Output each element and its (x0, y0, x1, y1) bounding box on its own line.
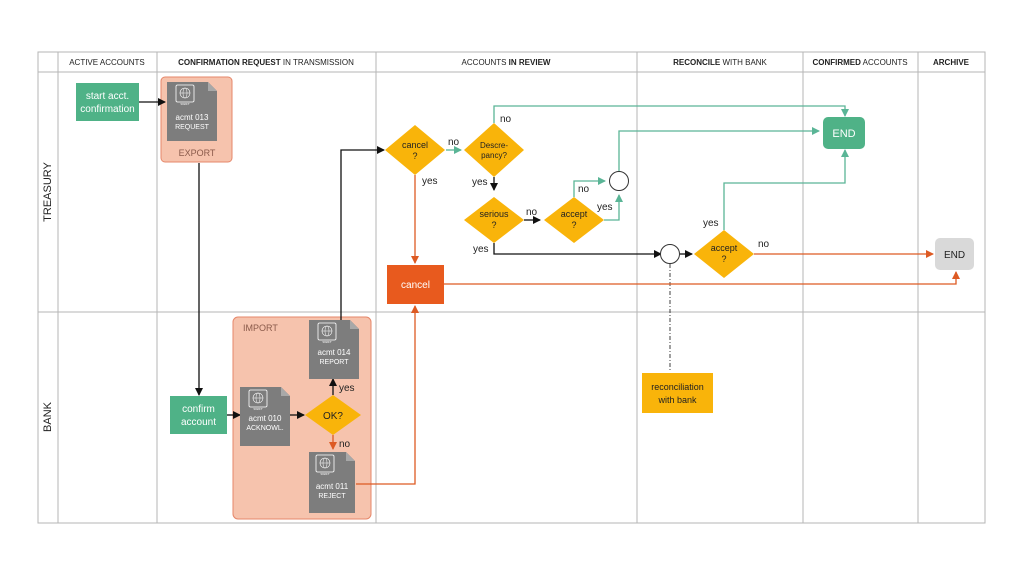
label-ok-no: no (339, 439, 351, 450)
lane-label-bank: BANK (42, 401, 54, 432)
edge-circle-to-end (618, 127, 820, 171)
decision-cancel: cancel ? (385, 125, 445, 175)
decision-accept-review-line2: ? (571, 220, 576, 230)
swift-badges: SWIFT SWIFT SWIFT SWIFT (180, 102, 331, 476)
edge-accept2-yes (723, 149, 849, 230)
decision-accept-review: accept ? (544, 197, 604, 243)
acmt011-badge: SWIFT (320, 472, 329, 476)
acmt011-line1: acmt 011 (316, 482, 349, 491)
document-acmt010: acmt 010 ACKNOWL. (240, 387, 290, 446)
decision-ok: OK? (305, 395, 361, 435)
start-task-line1: start acct. (86, 91, 129, 102)
acmt013-line2: REQUEST (175, 124, 210, 131)
decision-accept-reconcile: accept ? (694, 230, 754, 278)
reconciliation-annotation: reconciliation with bank (642, 373, 713, 413)
confirm-account-line2: account (181, 417, 216, 428)
edges (139, 98, 960, 485)
decision-cancel-line2: ? (412, 151, 417, 161)
label-discrepancy-no: no (500, 114, 512, 125)
acmt010-line2: ACKNOWL. (246, 425, 283, 432)
document-acmt014: acmt 014 REPORT (309, 320, 359, 379)
start-task-line2: confirmation (80, 104, 134, 115)
decision-ok-label: OK? (323, 411, 343, 422)
edge-accept1-yes (604, 194, 623, 221)
swift-globe-icon (317, 322, 337, 341)
edge-reject-to-cancel (356, 305, 419, 485)
column-header-archive: ARCHIVE (933, 58, 970, 67)
edge-serious-yes (493, 243, 662, 258)
reconciliation-line1: reconciliation (651, 382, 704, 392)
column-header-active-accounts: ACTIVE ACCOUNTS (69, 58, 145, 67)
acmt014-badge: SWIFT (322, 340, 331, 344)
start-confirmation-task: start acct. confirmation (76, 83, 139, 121)
decision-serious-line1: serious (479, 209, 509, 219)
edge-acmt014-to-cancel-q (340, 146, 385, 320)
cancel-task: cancel (387, 265, 444, 304)
cancel-task-label: cancel (401, 280, 430, 291)
decision-accept-reconcile-line1: accept (711, 243, 738, 253)
decision-serious-line2: ? (491, 220, 496, 230)
merge-gateway-reconcile (660, 244, 680, 264)
acmt010-badge: SWIFT (253, 407, 262, 411)
decision-cancel-line1: cancel (402, 140, 428, 150)
decision-serious: serious ? (464, 197, 524, 243)
end-event-confirmed: END (823, 117, 865, 149)
end-archive-label: END (944, 250, 965, 261)
document-acmt013: acmt 013 REQUEST (167, 82, 217, 141)
swimlane-grid (37, 51, 986, 524)
confirm-account-task: confirm account (170, 396, 227, 434)
column-headers: ACTIVE ACCOUNTS CONFIRMATION REQUEST IN … (69, 58, 969, 67)
acmt014-line1: acmt 014 (318, 348, 351, 357)
merge-gateway-review (609, 171, 629, 191)
lane-label-treasury: TREASURY (42, 161, 54, 221)
label-cancel-yes: yes (422, 176, 438, 187)
edge-labels: yes no no yes no yes no yes no yes yes n… (339, 114, 770, 450)
document-acmt011: acmt 011 REJECT (309, 452, 355, 513)
swift-globe-icon (315, 454, 335, 473)
decision-accept-reconcile-line2: ? (721, 254, 726, 264)
acmt013-badge: SWIFT (180, 102, 189, 106)
decision-discrepancy-line1: Descre- (480, 141, 508, 150)
confirm-account-line1: confirm (182, 404, 215, 415)
column-header-confirmation-request: CONFIRMATION REQUEST IN TRANSMISSION (178, 58, 354, 67)
label-serious-no: no (526, 207, 538, 218)
decision-discrepancy: Descre- pancy? (464, 123, 524, 177)
export-group-label: EXPORT (179, 148, 216, 158)
acmt014-line2: REPORT (319, 359, 349, 366)
swift-globe-icon (248, 389, 268, 408)
decision-accept-review-line1: accept (561, 209, 588, 219)
end-confirmed-label: END (832, 128, 855, 140)
import-group-label: IMPORT (243, 323, 278, 333)
decision-discrepancy-line2: pancy? (481, 151, 507, 160)
swift-globe-icon (175, 84, 195, 103)
edge-accept1-no (573, 177, 606, 197)
edge-cancel-to-end (444, 271, 960, 285)
label-ok-yes: yes (339, 383, 355, 394)
end-event-archive: END (935, 238, 974, 270)
column-header-reconcile: RECONCILE WITH BANK (673, 58, 767, 67)
acmt010-line1: acmt 010 (249, 414, 282, 423)
label-accept-review-yes: yes (597, 202, 613, 213)
label-serious-yes: yes (473, 244, 489, 255)
edge-disc-no (493, 105, 849, 123)
acmt011-line2: REJECT (318, 493, 346, 500)
label-accept-reconcile-no: no (758, 239, 770, 250)
label-discrepancy-yes: yes (472, 177, 488, 188)
reconciliation-line2: with bank (657, 395, 697, 405)
label-cancel-no: no (448, 137, 460, 148)
column-header-accounts-in-review: ACCOUNTS IN REVIEW (462, 58, 551, 67)
label-accept-reconcile-yes: yes (703, 218, 719, 229)
column-header-confirmed-accounts: CONFIRMED ACCOUNTS (812, 58, 907, 67)
acmt013-line1: acmt 013 (176, 113, 209, 122)
label-accept-review-no: no (578, 184, 590, 195)
